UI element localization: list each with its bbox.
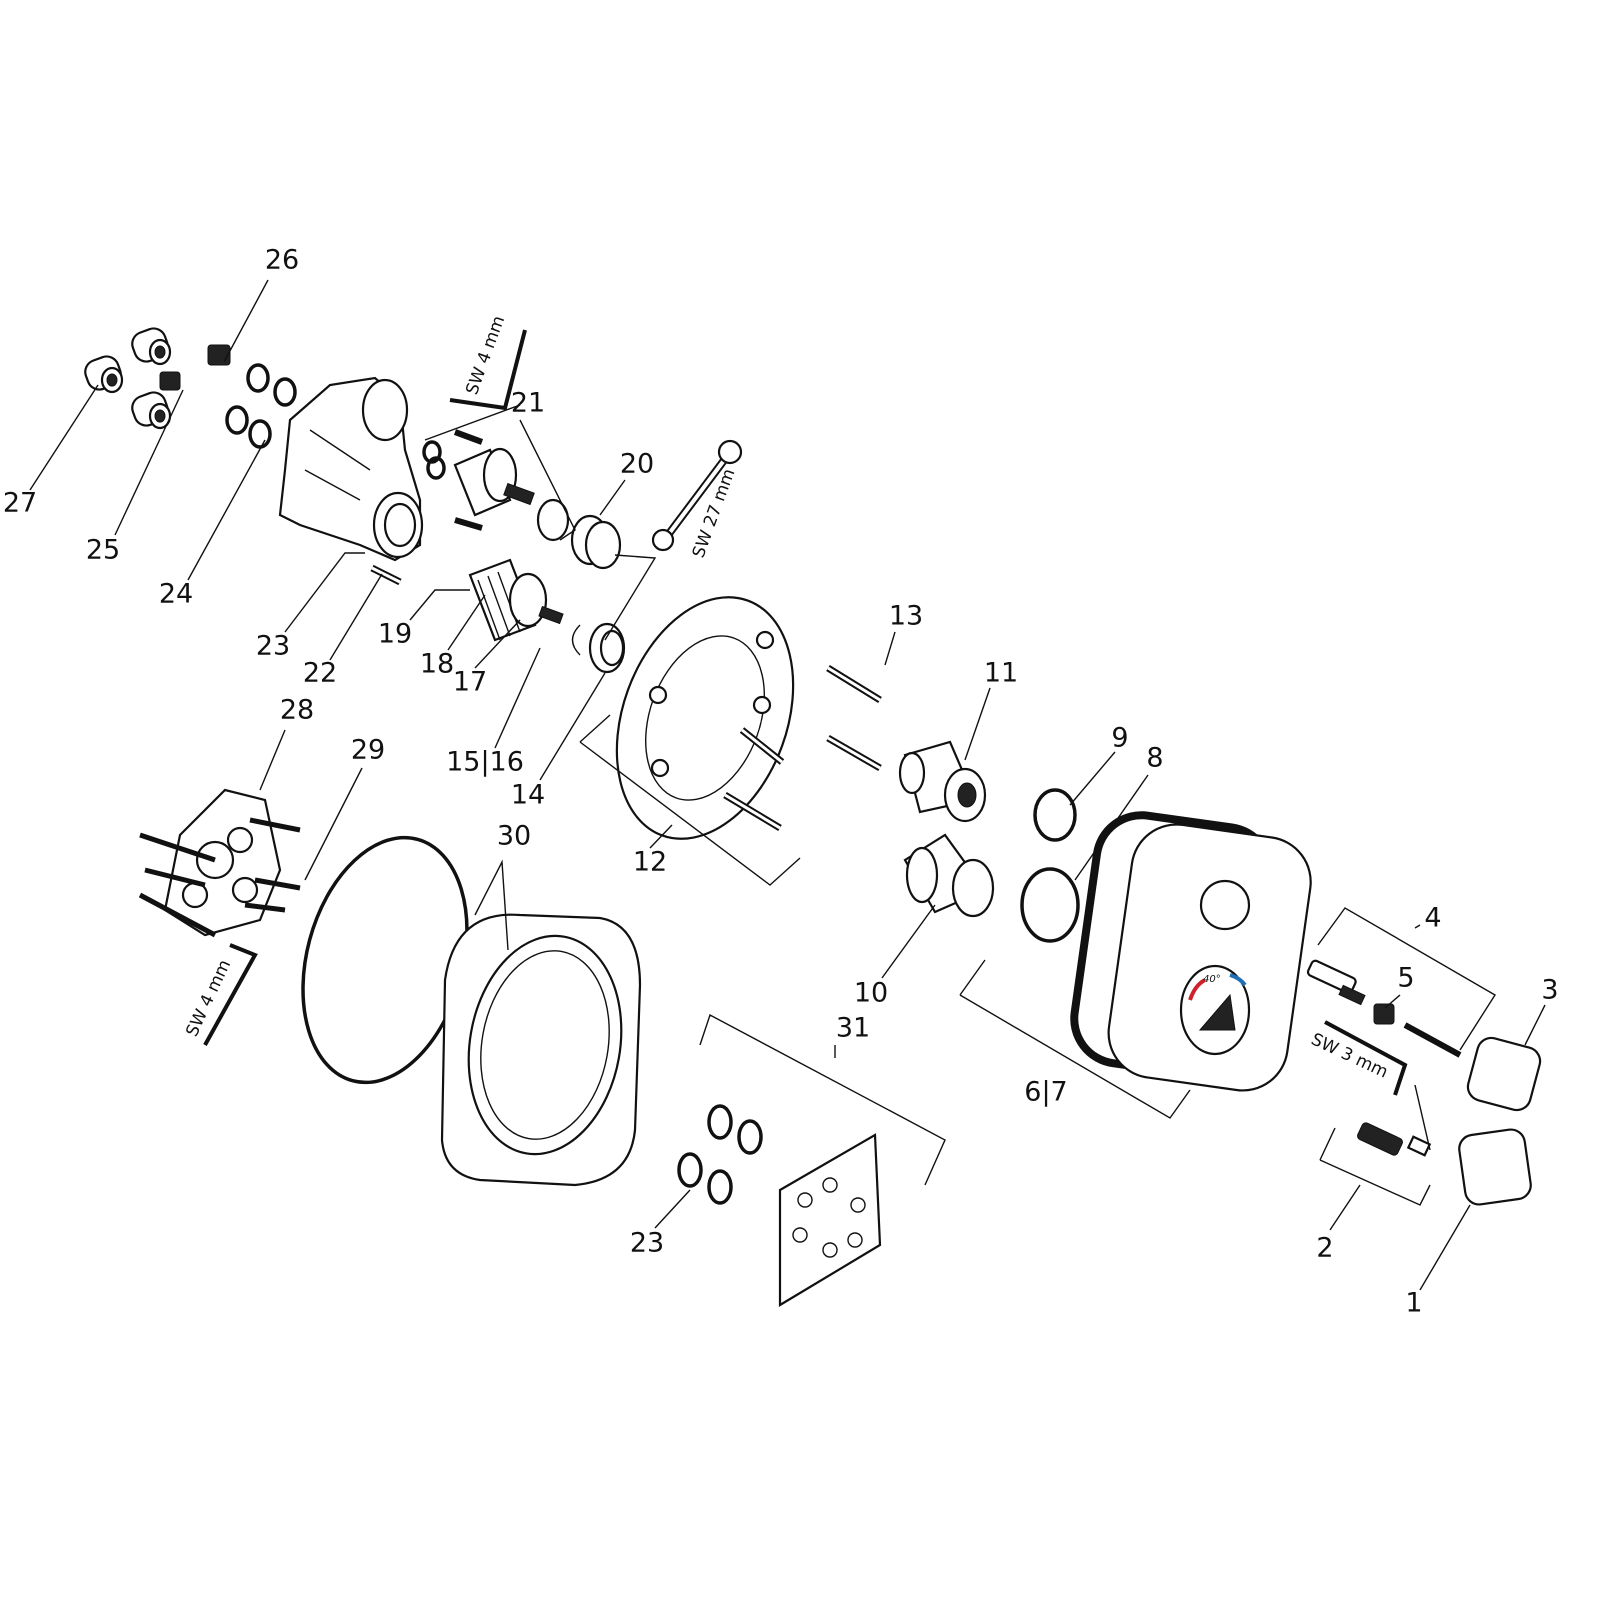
- part-9-ring: [1033, 788, 1077, 842]
- label-part-15-16: 15|16: [446, 746, 524, 778]
- label-part-23-body: 23: [255, 630, 291, 662]
- part-24-orings: [225, 363, 297, 449]
- label-part-20: 20: [619, 448, 655, 480]
- label-part-31: 31: [835, 1012, 871, 1044]
- label-part-3: 3: [1541, 974, 1559, 1006]
- hex-key-right-icon: [1324, 1020, 1408, 1096]
- label-part-9: 9: [1111, 722, 1129, 754]
- part-8-ring: [1020, 867, 1080, 943]
- part-27-cap: [84, 355, 124, 394]
- label-part-14: 14: [510, 779, 546, 811]
- label-part-29: 29: [350, 734, 386, 766]
- label-part-2: 2: [1316, 1232, 1334, 1264]
- part-28-diverter-assembly: [138, 788, 301, 938]
- label-part-5: 5: [1397, 962, 1415, 994]
- label-part-11: 11: [983, 657, 1019, 689]
- part-13-screws: [723, 665, 882, 832]
- part-12-plate: [615, 596, 795, 840]
- leader-lines: [29, 279, 1546, 1291]
- hex-key-left-icon: [203, 943, 258, 1046]
- part-6-7-trim-plate: 40°: [1070, 811, 1312, 1092]
- part-23-orings: [677, 1104, 763, 1205]
- label-part-4: 4: [1424, 902, 1442, 934]
- part-4-extension: [1306, 959, 1462, 1058]
- part-21-cartridge: [422, 429, 570, 542]
- label-part-6-7: 6|7: [1024, 1076, 1068, 1108]
- label-part-13: 13: [888, 600, 924, 632]
- part-31-plate: [778, 1133, 882, 1307]
- part-23-valve-body: [278, 376, 424, 562]
- part-25-cap-top: [131, 327, 172, 366]
- part-2-spindle: [1357, 1122, 1432, 1157]
- part-10-sleeve: [903, 833, 995, 918]
- part-11-sleeve: [898, 740, 987, 823]
- part-19-18-17-thermo-cartridge: [468, 558, 564, 642]
- label-part-24: 24: [158, 578, 194, 610]
- wrench-icon: [651, 439, 743, 552]
- trim-temperature-marking: 40°: [1203, 974, 1221, 985]
- part-20-nut: [570, 514, 622, 570]
- part-25-check-valve: [159, 371, 181, 391]
- hex-key-top-icon: [449, 329, 527, 411]
- label-part-19: 19: [377, 618, 413, 650]
- part-14-ring: [571, 622, 626, 674]
- part-22-screw: [370, 564, 402, 586]
- label-part-17: 17: [452, 666, 488, 698]
- label-part-12: 12: [632, 846, 668, 878]
- label-part-28: 28: [279, 694, 315, 726]
- part-30-cover: [440, 913, 642, 1187]
- label-part-27: 27: [2, 487, 38, 519]
- label-part-25: 25: [85, 534, 121, 566]
- label-part-23-orings: 23: [629, 1227, 665, 1259]
- label-part-30: 30: [496, 820, 532, 852]
- part-3-knob: [1466, 1036, 1542, 1112]
- label-part-18: 18: [419, 648, 455, 680]
- part-25-cap-bottom: [131, 391, 172, 430]
- part-5-insert: [1373, 1003, 1395, 1025]
- label-part-21: 21: [510, 387, 546, 419]
- part-1-knob: [1458, 1128, 1532, 1206]
- label-part-8: 8: [1146, 742, 1164, 774]
- part-26-check-valve: [207, 344, 231, 366]
- label-part-10: 10: [853, 977, 889, 1009]
- label-part-1: 1: [1405, 1287, 1423, 1319]
- label-part-26: 26: [264, 244, 300, 276]
- label-part-22: 22: [302, 657, 338, 689]
